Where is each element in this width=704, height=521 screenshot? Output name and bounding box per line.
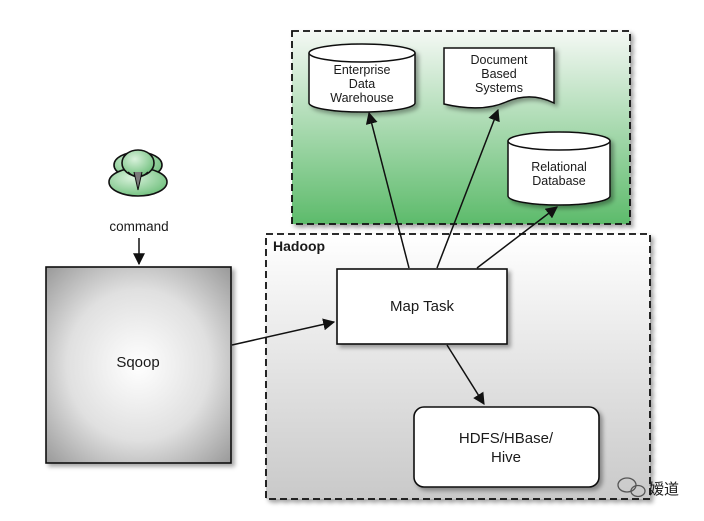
document-based-systems-node xyxy=(443,47,555,109)
relational-database-node xyxy=(507,131,611,206)
sqoop-label: Sqoop xyxy=(116,354,159,371)
document-systems-label-3: Systems xyxy=(475,81,523,95)
hdfs-label-1: HDFS/HBase/ xyxy=(459,430,554,447)
document-systems-label-2: Based xyxy=(481,67,516,81)
enterprise-dw-label-3: Warehouse xyxy=(330,91,394,105)
hdfs-hbase-hive-node: HDFS/HBase/ Hive xyxy=(413,406,600,488)
hadoop-title: Hadoop xyxy=(273,238,325,254)
command-label: command xyxy=(109,219,168,234)
map-task-label: Map Task xyxy=(390,298,454,315)
relational-db-label-2: Database xyxy=(532,174,586,188)
map-task-node: Map Task xyxy=(336,268,508,345)
watermark: 嫒道 xyxy=(617,477,679,498)
hdfs-label-2: Hive xyxy=(491,449,521,466)
document-systems-label-1: Document xyxy=(471,53,528,67)
watermark-text: 嫒道 xyxy=(649,481,679,498)
relational-db-label-1: Relational xyxy=(531,160,587,174)
arrows xyxy=(133,108,558,406)
arrow-sqoop-to-map-task xyxy=(231,318,336,346)
wechat-icon xyxy=(617,477,646,498)
arrow-map-task-to-document-systems xyxy=(436,108,500,269)
user-icon xyxy=(108,149,168,197)
arrow-map-task-to-hdfs xyxy=(446,344,485,406)
enterprise-dw-label-1: Enterprise xyxy=(334,63,391,77)
sqoop-node: Sqoop xyxy=(45,266,232,464)
arrow-map-task-to-relational-db xyxy=(476,206,558,269)
arrow-map-task-to-enterprise-dw xyxy=(365,111,410,269)
enterprise-dw-label-2: Data xyxy=(349,77,375,91)
enterprise-data-warehouse-node xyxy=(308,43,416,113)
